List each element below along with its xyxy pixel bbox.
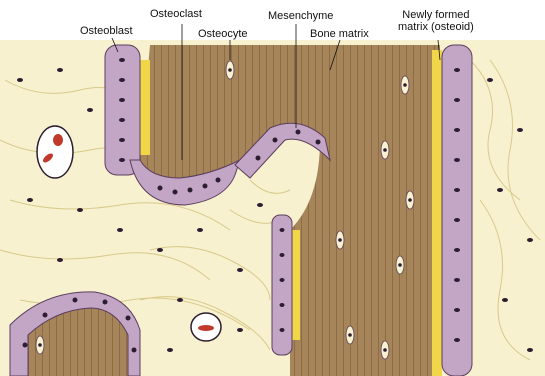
- osteoid-left: [140, 60, 150, 155]
- osteoblast-layer-lower: [272, 215, 292, 355]
- label-mesenchyme: Mesenchyme: [268, 10, 333, 22]
- blood-vessel-left: [37, 126, 73, 178]
- blood-vessel-lower: [191, 313, 221, 341]
- label-osteoblast: Osteoblast: [80, 25, 133, 37]
- label-newly-formed-line2: matrix (osteoid): [398, 21, 474, 33]
- label-osteoclast: Osteoclast: [150, 8, 202, 20]
- label-osteocyte: Osteocyte: [198, 28, 248, 40]
- label-newly-formed-line1: Newly formed: [398, 9, 474, 21]
- osteoid-right: [432, 50, 442, 376]
- osteoblast-layer-right: [442, 45, 472, 376]
- label-bone-matrix: Bone matrix: [310, 28, 369, 40]
- label-newly-formed-matrix: Newly formed matrix (osteoid): [398, 9, 474, 33]
- osteoblast-layer-left: [105, 45, 140, 175]
